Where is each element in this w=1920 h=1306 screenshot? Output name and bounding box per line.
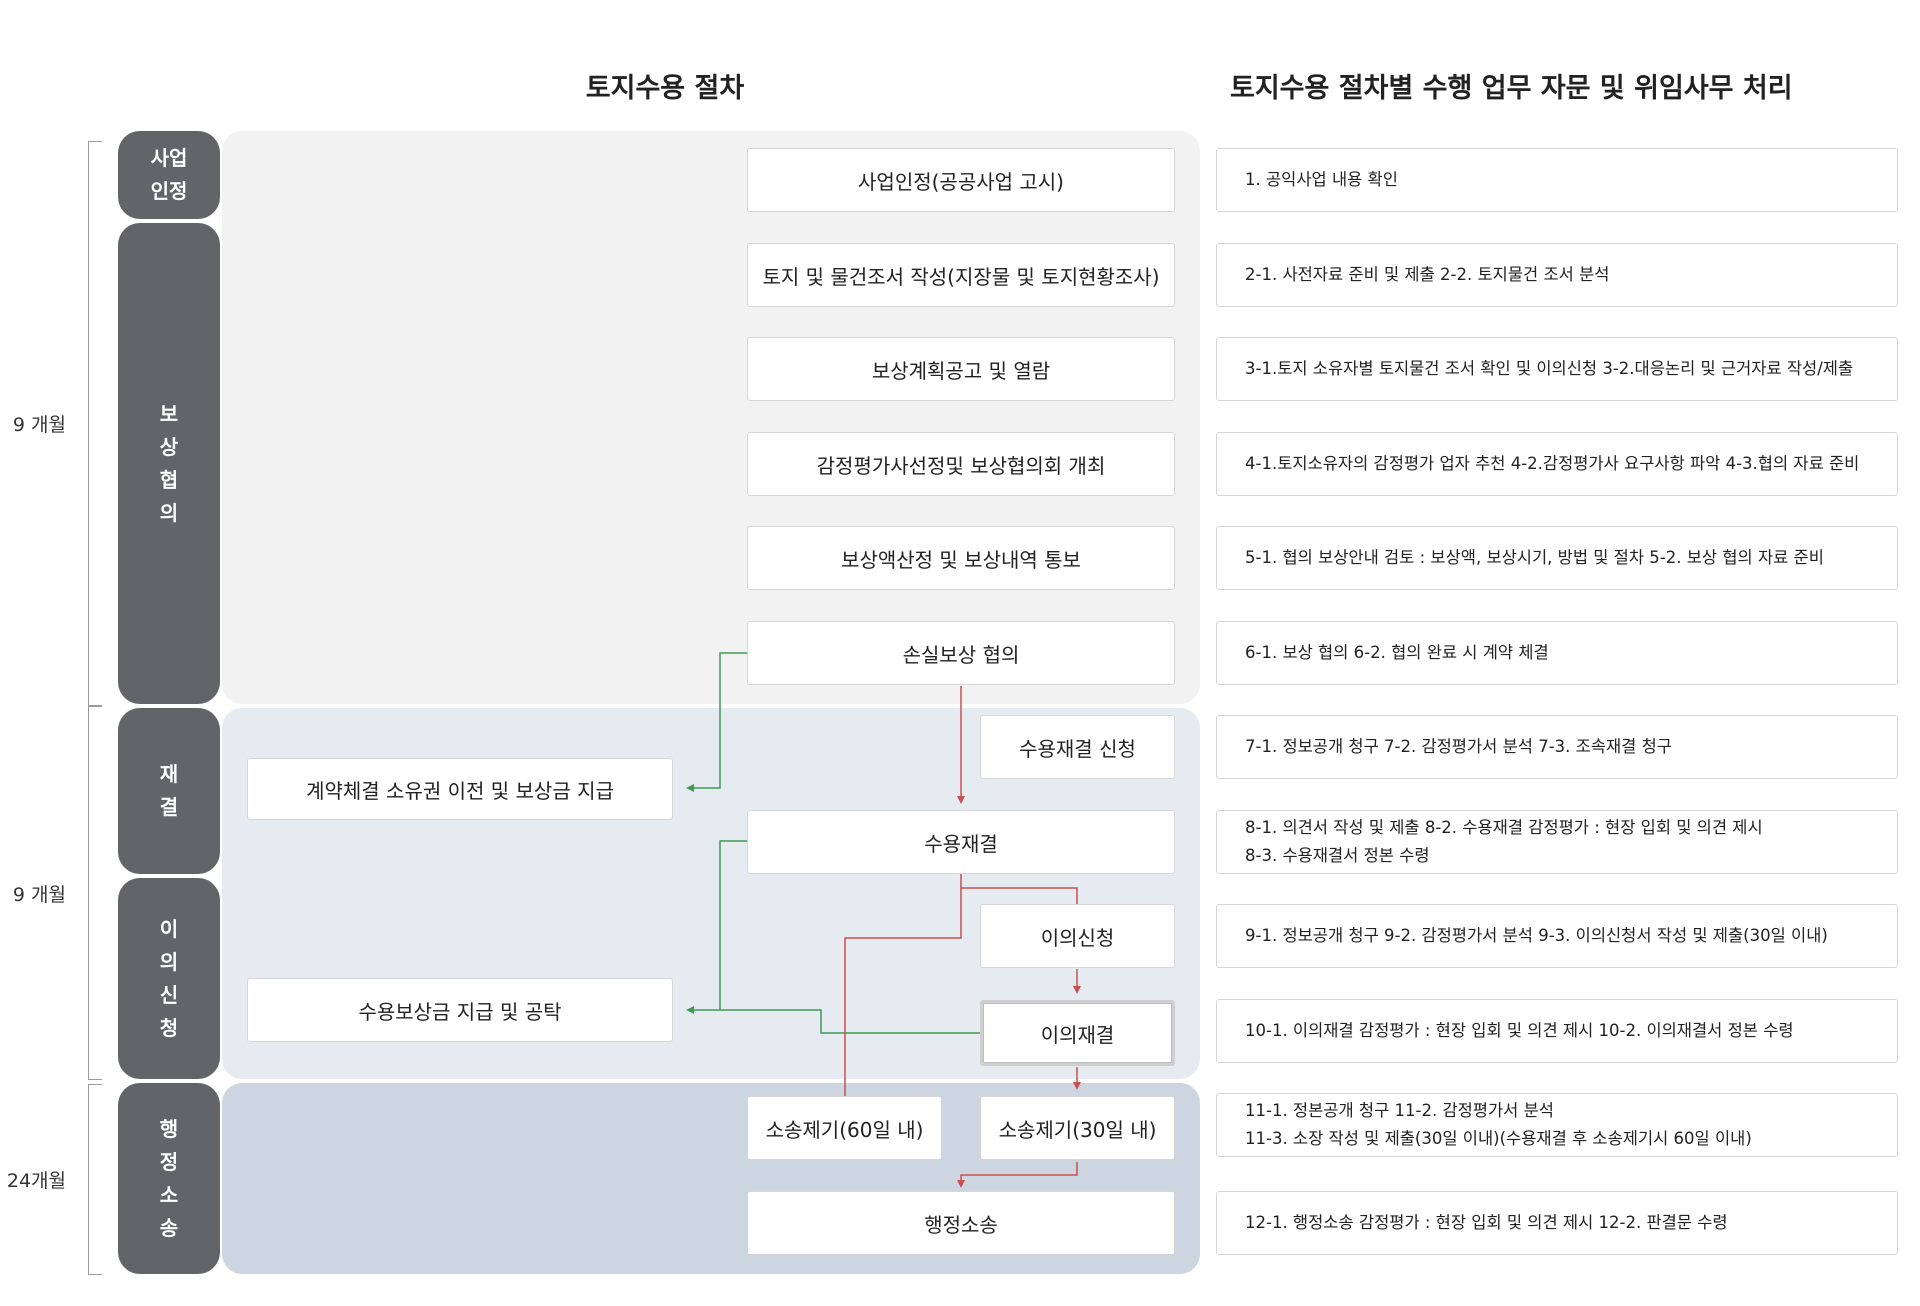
task-row: 4-1.토지소유자의 감정평가 업자 추천 4-2.감정평가사 요구사항 파악 … bbox=[1216, 432, 1898, 496]
step-adjudication: 수용재결 bbox=[747, 810, 1175, 874]
task-row: 1. 공익사업 내용 확인 bbox=[1216, 148, 1898, 212]
task-row: 7-1. 정보공개 청구 7-2. 감정평가서 분석 7-3. 조속재결 청구 bbox=[1216, 715, 1898, 779]
step-contract-transfer: 계약체결 소유권 이전 및 보상금 지급 bbox=[247, 758, 673, 820]
period-label-1: 9 개월 bbox=[12, 414, 66, 436]
task-row: 5-1. 협의 보상안내 검토 : 보상액, 보상시기, 방법 및 절차 5-2… bbox=[1216, 526, 1898, 590]
step-business-approval: 사업인정(공공사업 고시) bbox=[747, 148, 1175, 212]
step-objection: 이의신청 bbox=[980, 904, 1175, 968]
stage-bg-consultation bbox=[222, 131, 1200, 704]
task-row: 3-1.토지 소유자별 토지물건 조서 확인 및 이의신청 3-2.대응논리 및… bbox=[1216, 337, 1898, 401]
step-appraiser-selection: 감정평가사선정및 보상협의회 개최 bbox=[747, 432, 1175, 496]
step-lawsuit-30: 소송제기(30일 내) bbox=[980, 1096, 1175, 1160]
period-bracket-1 bbox=[88, 141, 102, 706]
step-compensation-notice: 보상계획공고 및 열람 bbox=[747, 337, 1175, 401]
step-compensation-calc: 보상액산정 및 보상내역 통보 bbox=[747, 526, 1175, 590]
step-admin-lawsuit: 행정소송 bbox=[747, 1191, 1175, 1255]
step-loss-negotiation: 손실보상 협의 bbox=[747, 621, 1175, 685]
step-deposit: 수용보상금 지급 및 공탁 bbox=[247, 978, 673, 1042]
period-label-2: 9 개월 bbox=[12, 884, 66, 906]
step-objection-decision: 이의재결 bbox=[980, 1000, 1175, 1066]
task-row: 11-1. 정본공개 청구 11-2. 감정평가서 분석 11-3. 소장 작성… bbox=[1216, 1093, 1898, 1157]
task-row: 8-1. 의견서 작성 및 제출 8-2. 수용재결 감정평가 : 현장 입회 … bbox=[1216, 810, 1898, 874]
task-row: 12-1. 행정소송 감정평가 : 현장 입회 및 의견 제시 12-2. 판결… bbox=[1216, 1191, 1898, 1255]
period-bracket-3 bbox=[88, 1084, 102, 1275]
task-row: 9-1. 정보공개 청구 9-2. 감정평가서 분석 9-3. 이의신청서 작성… bbox=[1216, 904, 1898, 968]
step-adjudication-request: 수용재결 신청 bbox=[980, 715, 1175, 779]
step-lawsuit-60: 소송제기(60일 내) bbox=[747, 1096, 942, 1160]
period-label-3: 24개월 bbox=[6, 1170, 66, 1192]
period-bracket-2 bbox=[88, 706, 102, 1080]
task-row: 6-1. 보상 협의 6-2. 협의 완료 시 계약 체결 bbox=[1216, 621, 1898, 685]
tasks-heading: 토지수용 절차별 수행 업무 자문 및 위임사무 처리 bbox=[1230, 73, 1793, 104]
procedure-heading: 토지수용 절차 bbox=[585, 73, 745, 104]
task-row: 2-1. 사전자료 준비 및 제출 2-2. 토지물건 조서 분석 bbox=[1216, 243, 1898, 307]
step-land-survey: 토지 및 물건조서 작성(지장물 및 토지현황조사) bbox=[747, 243, 1175, 307]
task-row: 10-1. 이의재결 감정평가 : 현장 입회 및 의견 제시 10-2. 이의… bbox=[1216, 999, 1898, 1063]
